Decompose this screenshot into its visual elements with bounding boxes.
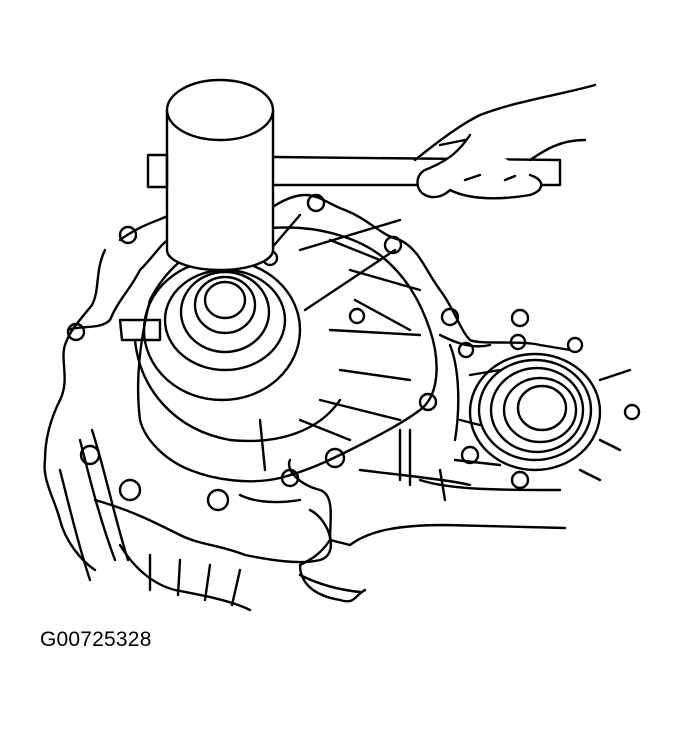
upper-hand <box>413 83 597 200</box>
plastic-hammer <box>165 78 275 272</box>
lower-hand <box>287 458 567 603</box>
figure-caption: G00725328 <box>40 628 152 651</box>
transmission-case <box>43 193 641 612</box>
